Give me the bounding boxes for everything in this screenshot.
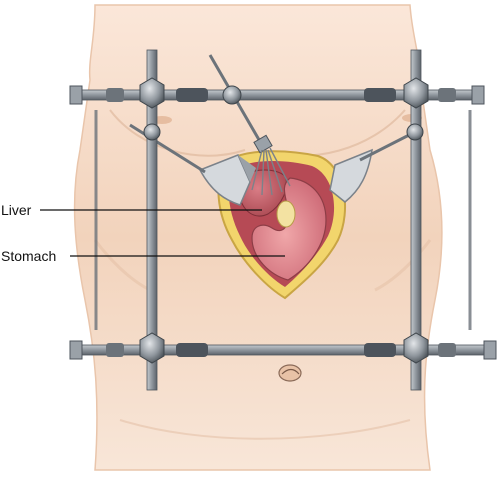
umbilicus bbox=[278, 364, 302, 382]
corner-clamps bbox=[139, 77, 429, 364]
left-vertical-bar bbox=[146, 49, 158, 391]
bottom-left-nut bbox=[139, 332, 165, 364]
stomach-opening bbox=[276, 200, 296, 228]
retractor-frame bbox=[69, 49, 497, 391]
left-retractor-blade bbox=[198, 154, 251, 206]
left-arm-clamp bbox=[143, 123, 161, 141]
bottom-right-nut bbox=[403, 332, 429, 364]
liver-label: Liver bbox=[1, 202, 32, 218]
top-right-nut bbox=[403, 77, 429, 109]
right-retractor-blade bbox=[329, 148, 373, 203]
frame-springs bbox=[106, 88, 456, 357]
stomach-label: Stomach bbox=[1, 248, 56, 264]
top-left-nut bbox=[139, 77, 165, 109]
top-center-clamp bbox=[222, 85, 242, 105]
right-vertical-bar bbox=[410, 49, 422, 391]
retractor-arms bbox=[129, 123, 416, 174]
right-arm-clamp bbox=[406, 123, 424, 141]
callouts: Liver Stomach bbox=[0, 200, 285, 266]
